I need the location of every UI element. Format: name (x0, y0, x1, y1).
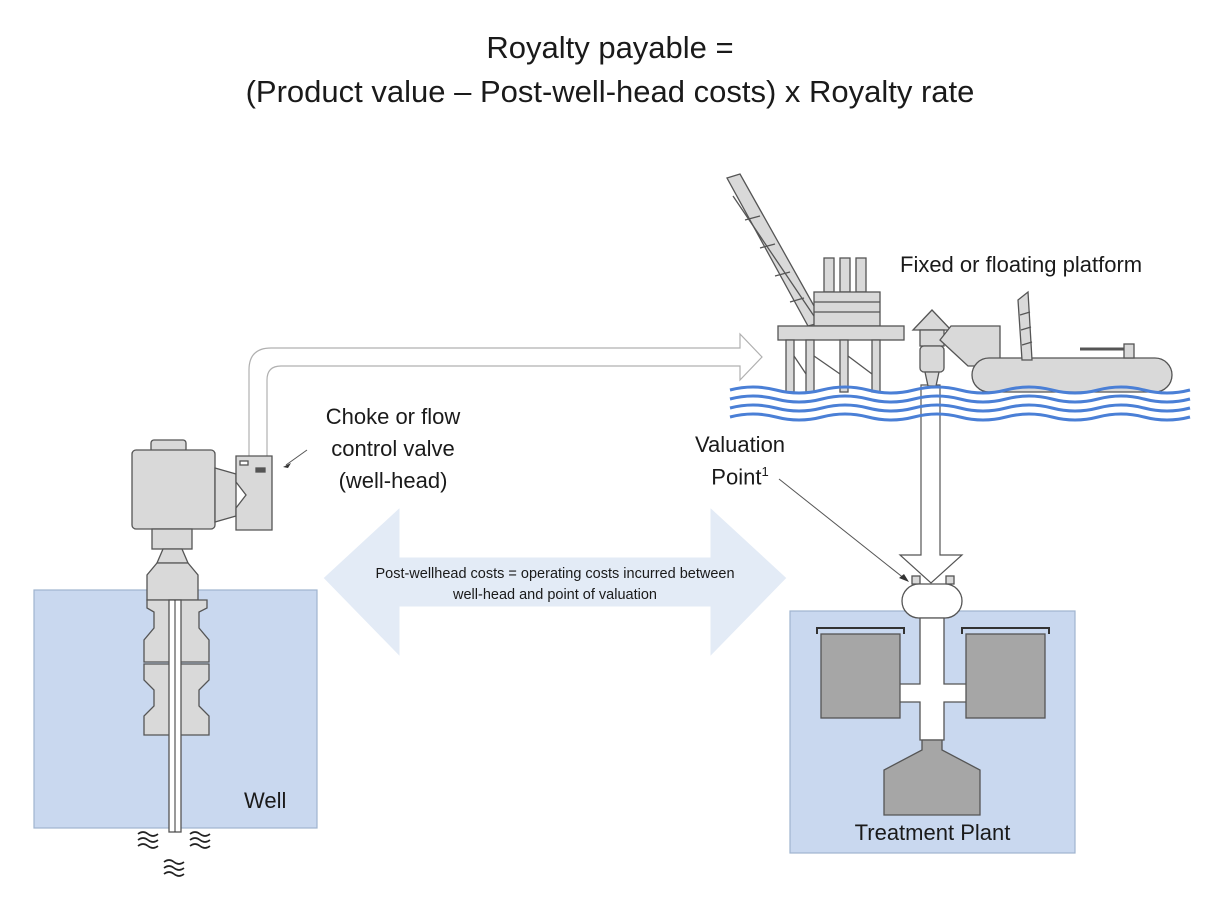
costs-double-arrow (322, 505, 788, 659)
valuation-point-text: Point (711, 464, 762, 490)
equation-title-line-1: Royalty payable = (486, 30, 734, 65)
valuation-leader-line (778, 478, 906, 580)
choke-label-line-2: control valve (331, 436, 455, 461)
flow-arrow-to-platform (248, 332, 763, 466)
equation-title-line-2: (Product value – Post-well-head costs) x… (245, 74, 975, 109)
treatment-plant-icon (816, 575, 1050, 816)
valuation-label-line-1: Valuation (694, 432, 786, 457)
reservoir-flow-icon (137, 831, 211, 877)
sea-waves-icon (729, 385, 1191, 422)
floating-vessel-icon (911, 290, 1173, 393)
valuation-leader-arrowhead (899, 574, 909, 582)
choke-leader-line (285, 449, 308, 466)
valuation-label-line-2: Point1 (680, 464, 800, 490)
choke-label-line-1: Choke or flow (325, 404, 461, 429)
offshore-platform-icon (726, 173, 905, 393)
choke-leader-arrowhead (283, 463, 291, 468)
wellhead-valve-icon (131, 439, 273, 833)
choke-label-line-3: (well-head) (338, 468, 448, 493)
well-label: Well (244, 788, 287, 813)
treatment-plant-label: Treatment Plant (854, 820, 1011, 845)
valuation-footnote-marker: 1 (761, 464, 769, 479)
platform-label: Fixed or floating platform (900, 252, 1143, 277)
costs-note-line-1: Post-wellhead costs = operating costs in… (375, 566, 735, 582)
costs-note-line-2: well-head and point of valuation (453, 587, 657, 603)
